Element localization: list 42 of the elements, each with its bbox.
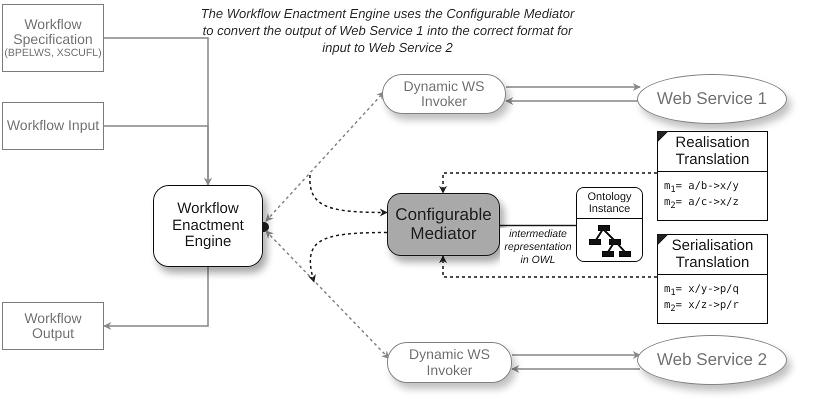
input-box bbox=[2, 4, 104, 72]
mediator-box bbox=[387, 193, 500, 256]
node-label: Web Service 1 bbox=[656, 90, 768, 108]
node-heading: Ontology Instance bbox=[577, 188, 642, 220]
node-label: Workflow Input bbox=[6, 118, 100, 134]
connector-line bbox=[500, 224, 576, 226]
node-label: Dynamic WS Invoker bbox=[402, 78, 486, 110]
service-ellipse bbox=[637, 74, 787, 124]
mapping-rule: m$_{1}$= a/b->x/y bbox=[664, 180, 739, 196]
service-ellipse bbox=[637, 335, 787, 385]
translation-note bbox=[657, 234, 768, 324]
ontology-box bbox=[576, 187, 643, 262]
translation-note bbox=[657, 131, 768, 221]
arrow bbox=[512, 351, 641, 359]
note-heading: Serialisation Translation bbox=[658, 235, 767, 275]
dashed-arrow bbox=[439, 255, 657, 278]
mapping-rule: m$_{1}$= x/y->p/q bbox=[664, 283, 739, 300]
note-heading: Realisation Translation bbox=[658, 132, 767, 172]
dashed-arrow bbox=[309, 175, 388, 216]
node-label: Web Service 2 bbox=[656, 350, 768, 370]
arrow bbox=[104, 125, 212, 186]
arrow bbox=[511, 365, 640, 373]
dashed-arrow bbox=[308, 232, 387, 283]
mapping-rule: m$_{2}$= x/z->p/r bbox=[664, 299, 739, 316]
node-label: Dynamic WS Invoker bbox=[408, 347, 491, 378]
node-label: Workflow Specification bbox=[12, 16, 94, 48]
input-box bbox=[2, 102, 104, 150]
dashed-arrow bbox=[265, 230, 390, 360]
node-label: Configurable Mediator bbox=[394, 206, 493, 244]
engine-box bbox=[153, 185, 263, 267]
arrow bbox=[103, 267, 209, 330]
input-box bbox=[2, 302, 104, 350]
invoker-box bbox=[382, 74, 506, 114]
dashed-arrow bbox=[265, 91, 385, 222]
dashed-arrow bbox=[439, 172, 657, 194]
arrow bbox=[506, 83, 641, 91]
node-label: Workflow Output bbox=[23, 310, 83, 342]
node-subtitle: (BPELWS, XSCUFL) bbox=[4, 48, 102, 60]
diagram-title: The Workflow Enactment Engine uses the Configurable Mediator to convert the output of Web Service 1 into the correct format for input to Web Service 2 bbox=[200, 6, 575, 57]
node-label: Workflow Enactment Engine bbox=[171, 201, 245, 251]
mapping-rule: m$_{2}$= a/c->x/z bbox=[664, 196, 739, 213]
invoker-box bbox=[387, 342, 512, 383]
